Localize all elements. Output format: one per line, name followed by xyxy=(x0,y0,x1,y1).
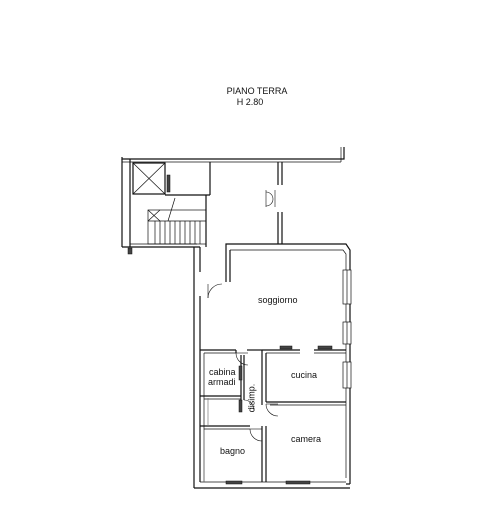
room-label-armadi: armadi xyxy=(208,377,236,387)
floor-title: PIANO TERRA H 2.80 xyxy=(212,86,302,108)
living-door xyxy=(207,283,223,299)
room-label-camera: camera xyxy=(291,434,322,444)
apartment-walls xyxy=(194,243,351,489)
staircase xyxy=(147,197,207,245)
misc-marks xyxy=(203,398,209,482)
floor-name: PIANO TERRA xyxy=(226,86,288,96)
elevator-shaft xyxy=(132,162,171,195)
top-boundary xyxy=(121,147,345,163)
room-label-disimpegno: disimp. xyxy=(246,383,257,413)
landing-walls xyxy=(193,162,283,488)
room-label-bagno: bagno xyxy=(220,446,246,456)
room-label-cabina: cabina xyxy=(209,367,236,377)
floor-height: H 2.80 xyxy=(236,97,264,107)
interior-walls xyxy=(200,345,346,482)
bottom-windows xyxy=(225,480,311,485)
room-label-cucina: cucina xyxy=(291,370,318,380)
facade-windows xyxy=(342,269,352,389)
entrance-door xyxy=(265,190,276,207)
stair-block-walls xyxy=(121,159,210,255)
interior-doors xyxy=(235,352,279,442)
room-label-soggiorno: soggiorno xyxy=(258,295,298,305)
